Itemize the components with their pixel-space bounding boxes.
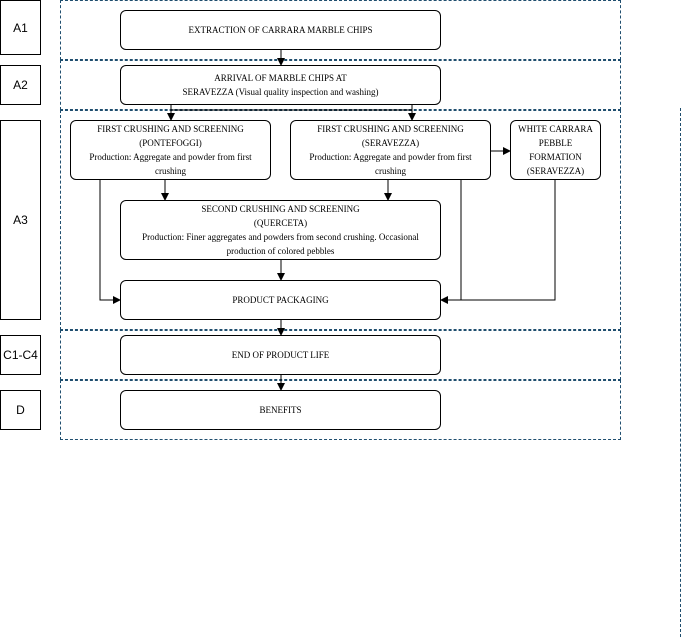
stage-d-text: D bbox=[16, 403, 25, 417]
stage-c1-c4-text: C1-C4 bbox=[3, 348, 38, 362]
extraction-line-1: EXTRACTION OF CARRARA MARBLE CHIPS bbox=[188, 25, 373, 35]
pebble-line-3: FORMATION bbox=[529, 152, 582, 162]
arrow-pontefoggi-to-packaging bbox=[99, 180, 121, 304]
seravezza-line-2: (SERAVEZZA) bbox=[361, 138, 420, 148]
box-white-pebble-formation: WHITE CARRARA PEBBLE FORMATION (SERAVEZZ… bbox=[510, 120, 601, 180]
packaging-line-1: PRODUCT PACKAGING bbox=[232, 295, 329, 305]
stage-a1-text: A1 bbox=[13, 20, 28, 35]
box-product-packaging: PRODUCT PACKAGING bbox=[120, 280, 441, 320]
stage-label-a2: A2 bbox=[0, 65, 41, 105]
box-first-crushing-seravezza: FIRST CRUSHING AND SCREENING (SERAVEZZA)… bbox=[290, 120, 491, 180]
pontefoggi-line-1: FIRST CRUSHING AND SCREENING bbox=[97, 124, 244, 134]
stage-a2-text: A2 bbox=[13, 78, 28, 92]
pontefoggi-line-4: crushing bbox=[155, 166, 186, 176]
benefits-line-1: BENEFITS bbox=[259, 405, 302, 415]
seravezza-line-1: FIRST CRUSHING AND SCREENING bbox=[317, 124, 464, 134]
stage-label-c1-c4: C1-C4 bbox=[0, 335, 41, 375]
zone-a1 bbox=[60, 0, 621, 60]
querceta-line-4: production of colored pebbles bbox=[226, 246, 335, 256]
seravezza-line-3: Production: Aggregate and powder from fi… bbox=[309, 152, 472, 162]
stage-label-d: D bbox=[0, 390, 41, 430]
stage-label-a1: A1 bbox=[0, 0, 41, 55]
pontefoggi-line-2: (PONTEFOGGI) bbox=[139, 138, 202, 148]
page-edge-dashed-line bbox=[680, 108, 681, 637]
seravezza-line-4: crushing bbox=[375, 166, 406, 176]
stage-label-a3: A3 bbox=[0, 120, 41, 320]
box-benefits: BENEFITS bbox=[120, 390, 441, 430]
arrow-pebble-to-packaging bbox=[440, 180, 556, 304]
arrow-seravezza-to-packaging bbox=[441, 180, 462, 301]
zone-c1-c4 bbox=[60, 330, 621, 380]
end-of-life-line-1: END OF PRODUCT LIFE bbox=[231, 350, 330, 360]
box-extraction: EXTRACTION OF CARRARA MARBLE CHIPS bbox=[120, 10, 441, 50]
pebble-line-4: (SERAVEZZA) bbox=[526, 166, 585, 176]
zone-d bbox=[60, 380, 621, 440]
querceta-line-2: (QUERCETA) bbox=[253, 218, 308, 228]
box-arrival: ARRIVAL OF MARBLE CHIPS AT SERAVEZZA (Vi… bbox=[120, 65, 441, 105]
stage-a3-text: A3 bbox=[13, 213, 28, 227]
querceta-line-3: Production: Finer aggregates and powders… bbox=[142, 232, 419, 242]
arrival-line-2: SERAVEZZA (Visual quality inspection and… bbox=[182, 87, 379, 97]
pebble-line-2: PEBBLE bbox=[538, 138, 573, 148]
box-end-of-product-life: END OF PRODUCT LIFE bbox=[120, 335, 441, 375]
pontefoggi-line-3: Production: Aggregate and powder from fi… bbox=[89, 152, 252, 162]
box-second-crushing-querceta: SECOND CRUSHING AND SCREENING (QUERCETA)… bbox=[120, 200, 441, 260]
box-first-crushing-pontefoggi: FIRST CRUSHING AND SCREENING (PONTEFOGGI… bbox=[70, 120, 271, 180]
querceta-line-1: SECOND CRUSHING AND SCREENING bbox=[201, 204, 360, 214]
pebble-line-1: WHITE CARRARA bbox=[518, 124, 593, 134]
arrival-line-1: ARRIVAL OF MARBLE CHIPS AT bbox=[214, 73, 347, 83]
